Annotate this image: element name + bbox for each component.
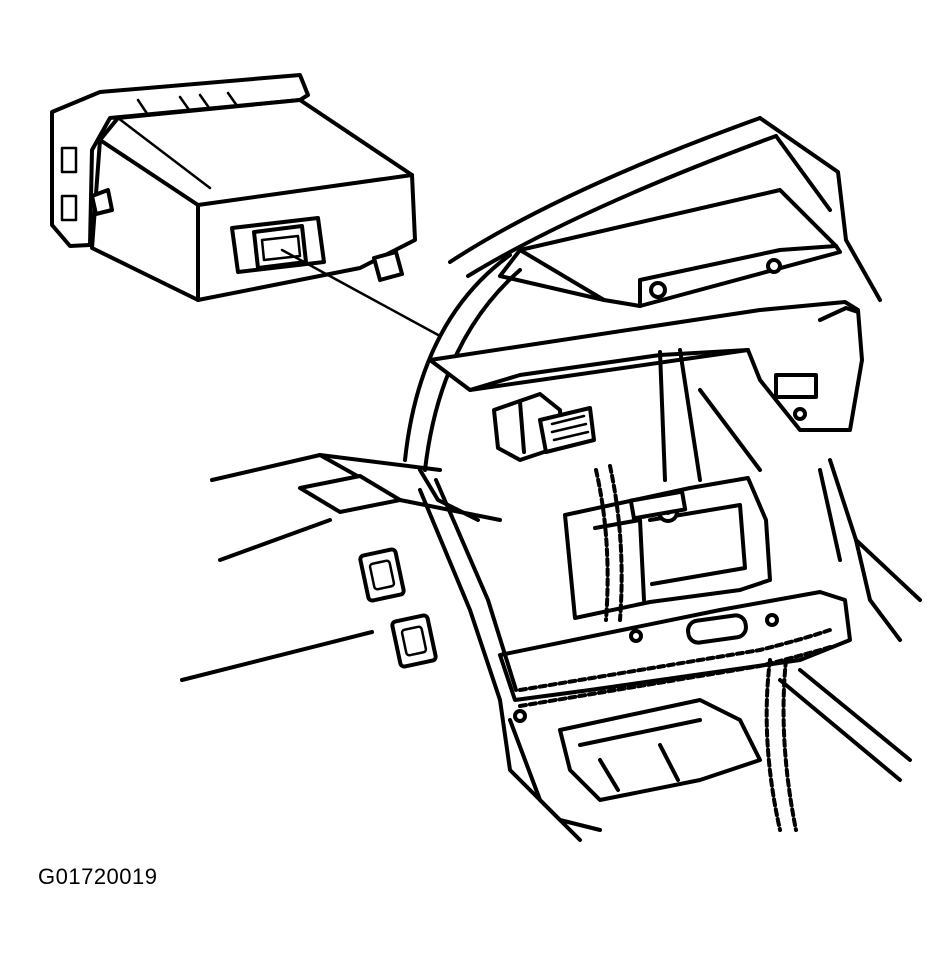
module-connector-socket <box>230 216 326 274</box>
dash-switch-opening-upper <box>358 547 406 603</box>
dash-switch-opening-lower <box>390 613 438 669</box>
figure-id-label: G01720019 <box>38 864 158 889</box>
module-mount-plate <box>563 476 772 620</box>
control-module <box>50 73 417 302</box>
dash-surface <box>180 453 518 702</box>
lower-crossmember <box>498 590 852 702</box>
wiring-harness <box>518 464 836 832</box>
module-housing <box>90 98 417 302</box>
instrument-panel-cutaway <box>403 116 922 842</box>
module-mounting-bracket <box>50 73 310 248</box>
support-bracket <box>428 300 864 432</box>
lower-duct-housing <box>558 698 762 802</box>
leader-line <box>280 248 442 338</box>
harness-connector-plug <box>492 392 596 462</box>
